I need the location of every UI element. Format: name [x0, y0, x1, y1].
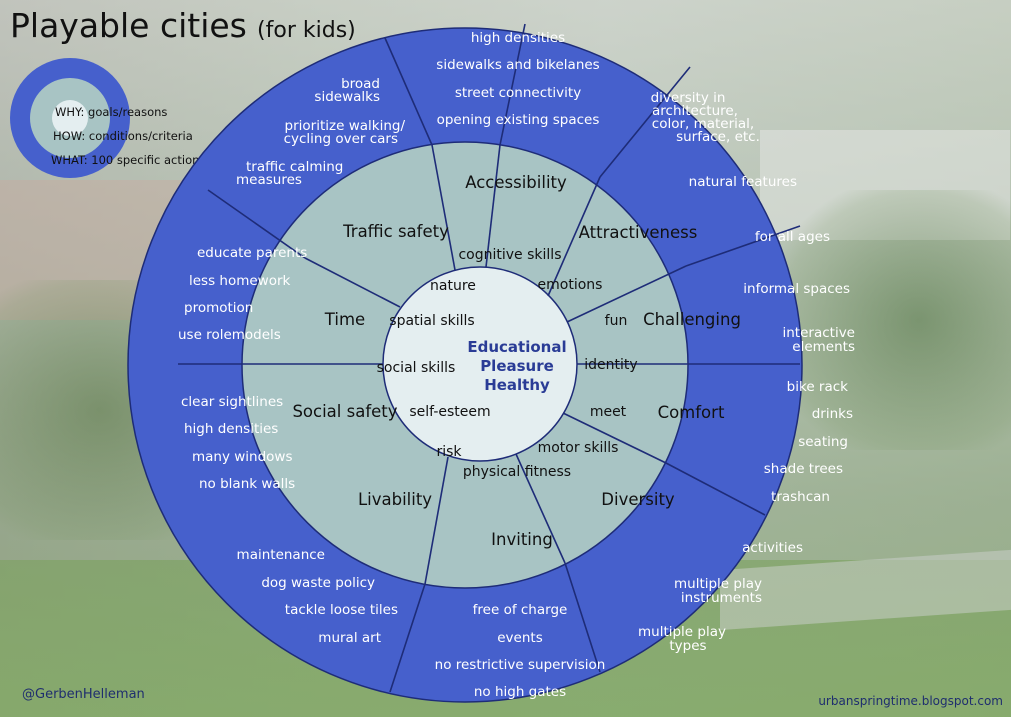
action-item: educate parents [197, 245, 307, 261]
spoke [389, 583, 426, 693]
action-item: natural features [689, 174, 797, 190]
why-nature: nature [430, 278, 476, 294]
legend-what: WHAT: 100 specific actions [51, 153, 205, 167]
legend-how: HOW: conditions/criteria [53, 129, 193, 143]
middle-spokes [292, 144, 688, 585]
spoke [566, 265, 687, 323]
action-item: mural art [318, 630, 381, 646]
page-title: Playable cities (for kids) [10, 6, 356, 45]
legend-inner-ring [52, 100, 88, 136]
why-social-skills: social skills [377, 360, 456, 376]
why-emotions: emotions [538, 277, 603, 293]
action-item: no blank walls [199, 476, 295, 492]
spoke [547, 176, 601, 297]
action-item: high densities [184, 421, 278, 437]
legend: WHY: goals/reasons HOW: conditions/crite… [10, 58, 205, 178]
action-item: no high gates [474, 684, 566, 700]
what-actions: high densities sidewalks and bikelanes s… [178, 30, 855, 700]
why-spatial-skills: spatial skills [389, 313, 474, 329]
action-item: free of charge [473, 602, 568, 618]
action-item: street connectivity [455, 85, 581, 101]
action-item: activities [742, 540, 803, 556]
spoke [564, 562, 601, 673]
criterion-challenging: Challenging [643, 310, 741, 329]
author-credit: @GerbenHelleman [22, 687, 145, 702]
action-item: shade trees [764, 461, 843, 477]
why-risk: risk [436, 444, 462, 460]
background-trees-right [780, 190, 1011, 450]
spoke [515, 453, 566, 564]
spoke [599, 66, 691, 178]
action-item: informal spaces [743, 281, 850, 297]
spoke [685, 225, 801, 267]
title-sub: (for kids) [257, 18, 356, 43]
spoke [431, 144, 456, 271]
why-items: cognitive skills emotions fun identity m… [377, 247, 638, 480]
spoke [424, 456, 449, 585]
action-item: many windows [192, 449, 293, 465]
spoke [304, 257, 401, 308]
criterion-attractiveness: Attractiveness [579, 223, 698, 242]
why-identity: identity [584, 357, 637, 373]
how-criteria: Accessibility Attractiveness Challenging… [292, 173, 740, 549]
action-item: dog waste policy [261, 575, 375, 591]
why-fun: fun [605, 313, 628, 329]
action-item: less homework [189, 273, 291, 289]
why-physical-fitness: physical fitness [463, 464, 571, 480]
action-item: events [497, 630, 542, 646]
criterion-social-safety: Social safety [292, 402, 397, 421]
action-item: for all ages [755, 229, 830, 245]
criterion-time: Time [324, 310, 365, 329]
spoke [499, 23, 526, 146]
action-item: seating [798, 434, 848, 450]
spoke [384, 37, 433, 146]
spoke [562, 412, 667, 464]
core-educational: Educational [467, 338, 566, 356]
action-item: maintenance [237, 547, 325, 563]
why-cognitive-skills: cognitive skills [458, 247, 561, 263]
action-item: no restrictive supervision [435, 657, 606, 673]
action-item: sidewalks and bikelanes [436, 57, 599, 73]
outer-spokes [178, 23, 801, 693]
action-item: bike rack [787, 379, 848, 395]
action-item: trashcan [771, 489, 830, 505]
action-item: high densities [471, 30, 565, 46]
source-credit: urbanspringtime.blogspot.com [818, 694, 1003, 708]
why-self-esteem: self-esteem [409, 404, 490, 420]
core-goals: Educational Pleasure Healthy [467, 338, 566, 394]
action-item: clear sightlines [181, 394, 283, 410]
criterion-comfort: Comfort [658, 403, 725, 422]
criterion-accessibility: Accessibility [465, 173, 567, 192]
criterion-inviting: Inviting [491, 530, 553, 549]
legend-why: WHY: goals/reasons [55, 105, 167, 119]
action-item: prioritize walking/cycling over cars [284, 118, 406, 147]
action-item: use rolemodels [178, 327, 281, 343]
core-pleasure: Pleasure [480, 357, 554, 375]
spoke [665, 462, 766, 516]
criterion-traffic-safety: Traffic safety [342, 222, 449, 241]
spoke [485, 144, 501, 268]
criterion-livability: Livability [358, 490, 432, 509]
action-item: opening existing spaces [437, 112, 600, 128]
core-healthy: Healthy [484, 376, 550, 394]
spoke [207, 189, 306, 259]
action-item: drinks [812, 406, 853, 422]
title-main: Playable cities [10, 6, 247, 45]
criterion-diversity: Diversity [601, 490, 675, 509]
why-motor-skills: motor skills [538, 440, 619, 456]
why-meet: meet [590, 404, 627, 420]
action-item: promotion [184, 300, 253, 316]
action-item: tackle loose tiles [285, 602, 398, 618]
